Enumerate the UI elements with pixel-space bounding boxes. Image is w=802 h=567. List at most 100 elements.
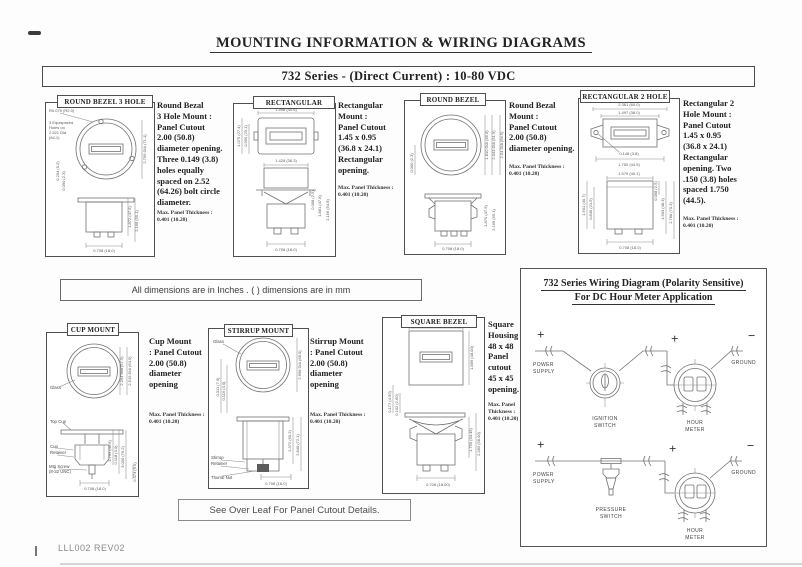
power-supply-label: POWER [533, 362, 554, 368]
dim-label: 1.429 (36.3) [275, 158, 297, 163]
dim-label: 2.372 (60.2) [287, 430, 292, 452]
dim-label: 1.870 (47.5) [483, 205, 488, 227]
dimensions-note-text: All dimensions are in Inches . ( ) dimen… [131, 285, 351, 295]
square-bezel-panel-thickness: Max. Panel Thickness : 0.401 (10.20) [488, 402, 519, 422]
dim-label: 1.872 (47.5) [127, 206, 132, 228]
dim-label: 1.750 (44.5) [618, 162, 640, 167]
power-supply-label: POWER [533, 472, 554, 478]
dim-label: 1.881 (47.8) [317, 195, 322, 217]
dim-label: 2.264 DIA (57.5) [119, 356, 124, 386]
round-bezel-3hole-description: Round Bezal 3 Hole Mount : Panel Cutout … [157, 100, 223, 208]
dim-label: 2.840 (72.1) [295, 434, 300, 456]
dim-label: 1.579 (40.1) [618, 171, 640, 176]
round-bezel-3hole-svg: R0.075 (R2.0) 3 Equispaced Holes on 2.52… [49, 108, 147, 253]
dim-label: 2.698 DIA (68.5) [297, 350, 302, 380]
part-label: Cup [50, 444, 58, 449]
square-bezel-header: SQUARE BEZEL [401, 315, 477, 328]
overleaf-note: See Over Leaf For Panel Cutout Details. [178, 499, 411, 521]
rectangular-2hole-drawing: 2.361 (60.0) 1.497 (38.0) 0.148 (3.8) 1.… [578, 98, 680, 254]
dim-label: 2.519 DIA (64.0) [127, 356, 132, 386]
ignition-switch-label: IGNITION [592, 416, 617, 422]
part-label: (8-32 UNC) [49, 469, 72, 474]
hour-meter-label: HOUR [687, 528, 703, 534]
dim-label: 0.204 (5.2) [55, 161, 60, 181]
dim-label: 0.098 (2.5) [653, 181, 658, 201]
series-banner-text: 732 Series - (Direct Current) : 10-80 VD… [281, 69, 516, 83]
dim-label: 2.169 (55.1) [491, 209, 496, 231]
dim-label: 0.090 (2.3) [409, 153, 414, 173]
minus-sign: − [748, 328, 755, 343]
ground-label: GROUND [731, 360, 756, 366]
dim-label: 1.497 (38.0) [618, 110, 640, 115]
part-label: Mtg Screw [49, 464, 70, 469]
dim-label: 2.043 DIA (51.9) [491, 130, 496, 160]
hour-meter-label: HOUR [687, 420, 703, 426]
dim-label: 1.598 (40.6) [275, 107, 297, 112]
round-bezel-header: ROUND BEZEL [420, 93, 486, 106]
rectangular-header: RECTANGULAR [253, 96, 335, 109]
rectangular-drawing: 1.598 (40.6) 1.079 (27.4) 0.990 (25.1) 1… [233, 103, 336, 257]
rectangular-2hole-description: Rectangular 2 Hole Mount : Panel Cutout … [683, 98, 737, 206]
dim-label: 2.361 (60.0) [618, 102, 640, 107]
wiring-title-line2: For DC Hour Meter Application [571, 291, 716, 305]
dim-label: 0.708 (18.0) [275, 247, 297, 252]
dim-label: 2.283 (58.00) [476, 431, 481, 455]
stirrup-mount-svg: Glass Stirrup Retainer Thumb Nut 0.311 (… [211, 337, 302, 486]
power-supply-label: SUPPLY [533, 479, 555, 485]
stirrup-mount-panel-thickness: Max. Panel Thickness : 0.401 (10.20) [310, 412, 366, 425]
square-bezel-drawing: 1.889 (48.00) 1.889 (48.00) 0.177 (4.50)… [382, 317, 485, 494]
dim-label: 0.116 (3.0) [221, 381, 226, 401]
ground-label: GROUND [731, 470, 756, 476]
scan-artifact-tick [35, 546, 37, 556]
page-title: MOUNTING INFORMATION & WIRING DIAGRAMS [0, 34, 802, 53]
dim-label: 0.708 (18.00) [426, 482, 450, 487]
overleaf-note-text: See Over Leaf For Panel Cutout Details. [209, 504, 380, 516]
dim-label: 2.768 (70.3) [668, 202, 673, 224]
series-banner: 732 Series - (Direct Current) : 10-80 VD… [42, 66, 755, 87]
rectangular-svg: 1.598 (40.6) 1.079 (27.4) 0.990 (25.1) 1… [236, 107, 330, 252]
part-label: Stirrup [211, 455, 224, 460]
pressure-switch-label: PRESSURE [596, 507, 627, 513]
wiring-diagram-panel: 732 Series Wiring Diagram (Polarity Sens… [520, 268, 767, 547]
dim-label: 0.708 (18.0) [619, 245, 641, 250]
round-bezel-svg: 1.810 DIA (46.0) 2.043 DIA (51.9) 2.54 D… [409, 114, 504, 251]
round-bezel-3hole-drawing: R0.075 (R2.0) 3 Equispaced Holes on 2.52… [45, 102, 155, 257]
dim-label: 0.846 (21.5) [588, 198, 593, 220]
doc-ref: LLL002 REV02 [58, 543, 126, 553]
dim-label: 1.889 (48.00) [469, 345, 474, 369]
dim-label: 2.521 Dia [49, 130, 67, 135]
round-bezel-3hole-header: ROUND BEZEL 3 HOLE [57, 95, 153, 108]
round-bezel-description: Round Bezal Mount : Panel Cutout 2.00 (5… [509, 100, 575, 154]
wiring-title: 732 Series Wiring Diagram (Polarity Sens… [521, 277, 766, 305]
cup-mount-drawing: Glass Top Cup Cup Retainer Mtg Screw (8-… [46, 332, 139, 497]
dim-label: 1.810 DIA (46.0) [484, 130, 489, 160]
dim-label: 0.098 (2.5) [310, 190, 315, 210]
dim-label: R0.075 (R2.0) [49, 108, 75, 113]
dim-label: 0.708 (18.0) [265, 481, 287, 486]
plus-sign: + [537, 437, 544, 452]
hour-meter-label: METER [685, 427, 705, 433]
power-supply-label: SUPPLY [533, 369, 555, 375]
dim-label: 2.169 (55.1) [134, 210, 139, 232]
stirrup-mount-header: STIRRUP MOUNT [224, 324, 293, 337]
dim-label: 2.156 (54.8) [325, 199, 330, 221]
plus-sign: + [671, 331, 678, 346]
ignition-switch-label: SWITCH [594, 423, 616, 429]
dim-label: 3.000 (76.2) [120, 446, 125, 468]
square-bezel-description: Square Housing 48 x 48 Panel cutout 45 x… [488, 319, 519, 394]
dim-label: 0.177 (4.50) [387, 391, 392, 413]
cup-mount-description: Cup Mount : Panel Cutout 2.00 (50.8) dia… [149, 336, 202, 390]
dim-label: 3 Equispaced [49, 120, 73, 125]
stirrup-mount-drawing: Glass Stirrup Retainer Thumb Nut 0.311 (… [208, 328, 309, 489]
square-bezel-svg: 1.889 (48.00) 1.889 (48.00) 0.177 (4.50)… [387, 321, 481, 487]
dim-label: 0.708 (18.0) [84, 486, 106, 491]
dim-label: 1.601 (40.7) [581, 194, 586, 216]
pressure-switch-label: SWITCH [600, 514, 622, 520]
dim-label: 0.311 (7.9) [215, 377, 220, 397]
dimensions-note: All dimensions are in Inches . ( ) dimen… [60, 279, 422, 301]
dim-label: 0.990 (25.1) [243, 125, 248, 147]
hour-meter-label: METER [685, 535, 705, 541]
scan-artifact-dash [28, 31, 41, 35]
part-label: Glass [213, 339, 224, 344]
